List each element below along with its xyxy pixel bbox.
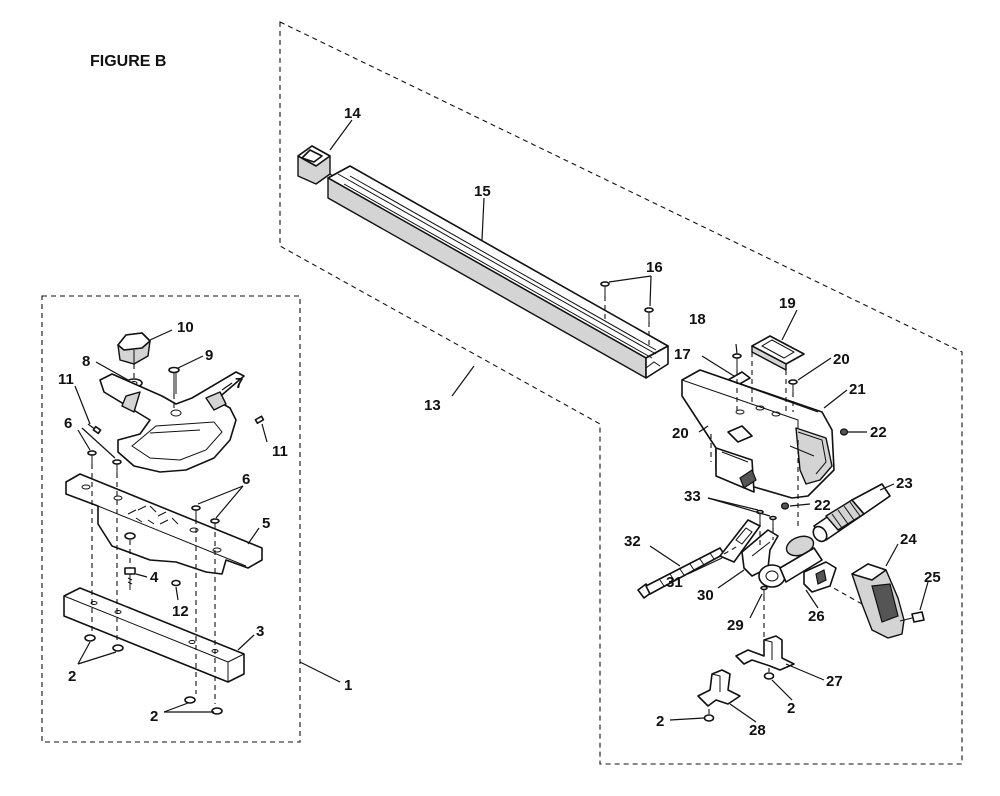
callout-16: 16 <box>646 259 663 276</box>
callout-26: 26 <box>808 608 825 625</box>
part-15-fence-rail <box>327 165 669 379</box>
part-21-fence-bracket <box>681 369 835 499</box>
callout-2-right-lower: 2 <box>656 713 664 730</box>
callout-6-right: 6 <box>242 471 250 488</box>
leader-lines <box>74 119 929 723</box>
callout-labels: 10 8 9 7 11 11 6 6 5 4 12 3 2 2 1 14 15 … <box>58 105 941 739</box>
callout-32: 32 <box>624 533 641 550</box>
callout-8: 8 <box>82 353 90 370</box>
part-2-nuts-right <box>703 672 775 722</box>
callout-6-left: 6 <box>64 415 72 432</box>
part-26-cam <box>758 535 837 593</box>
callout-15: 15 <box>474 183 491 200</box>
fence-group-boundary <box>279 21 963 765</box>
part-16-screws <box>600 281 654 322</box>
callout-30: 30 <box>697 587 714 604</box>
part-9-screw <box>168 366 180 394</box>
callout-29: 29 <box>727 617 744 634</box>
callout-14: 14 <box>344 105 361 122</box>
callout-18: 18 <box>689 311 706 328</box>
callout-19: 19 <box>779 295 796 312</box>
callout-20-lower: 20 <box>672 425 689 442</box>
callout-20-upper: 20 <box>833 351 850 368</box>
callout-7: 7 <box>235 375 243 392</box>
callout-33: 33 <box>684 488 701 505</box>
callout-13: 13 <box>424 397 441 414</box>
part-4-bolt <box>124 567 136 590</box>
part-10-knob <box>117 332 151 365</box>
callout-2-left-lower: 2 <box>150 708 158 725</box>
callout-9: 9 <box>205 347 213 364</box>
part-25-screw <box>899 611 925 623</box>
part-23-threaded-rod <box>812 483 891 543</box>
callout-28: 28 <box>749 722 766 739</box>
part-29-screw <box>760 585 768 596</box>
part-27-clamp-bracket <box>735 635 795 671</box>
miter-gauge-group-boundary <box>41 295 301 743</box>
part-6-screws-left <box>87 450 122 473</box>
part-20-screw-upper <box>788 379 798 392</box>
callout-25: 25 <box>924 569 941 586</box>
part-11-pin-left <box>87 423 102 435</box>
part-19-pad <box>751 335 805 371</box>
callout-31: 31 <box>666 574 683 591</box>
part-22-plug-upper <box>839 428 849 436</box>
callout-27: 27 <box>826 673 843 690</box>
assembly-lines-left <box>91 364 216 704</box>
callout-21: 21 <box>849 381 866 398</box>
callout-22-lower: 22 <box>814 497 831 514</box>
callout-1: 1 <box>344 677 352 694</box>
callout-17: 17 <box>674 346 691 363</box>
callout-23: 23 <box>896 475 913 492</box>
callout-2-left-upper: 2 <box>68 668 76 685</box>
figure-title: FIGURE B <box>90 53 166 70</box>
assembly-lines-right <box>604 296 863 714</box>
callout-5: 5 <box>262 515 270 532</box>
callout-10: 10 <box>177 319 194 336</box>
callout-4: 4 <box>150 569 159 586</box>
callout-12: 12 <box>172 603 189 620</box>
part-3-bar <box>63 587 245 683</box>
part-22-plug-lower <box>780 502 790 510</box>
part-28-clamp-bracket <box>697 669 741 707</box>
part-24-handle <box>851 563 905 639</box>
part-2-nuts-left <box>84 634 223 715</box>
part-18-screw <box>732 353 742 370</box>
callout-11-right: 11 <box>272 443 288 460</box>
callout-22-upper: 22 <box>870 424 887 441</box>
part-7-gauge-head <box>99 371 245 473</box>
part-6-screws-right <box>191 505 220 532</box>
callout-2-right-upper: 2 <box>787 700 795 717</box>
part-30-clamp-plate <box>741 529 779 577</box>
part-12-nut <box>171 579 181 587</box>
part-11-pin-right <box>254 415 265 425</box>
callout-11-left: 11 <box>58 371 74 388</box>
part-5-protractor-base <box>65 473 263 575</box>
part-14-end-cap <box>297 145 331 185</box>
protractor-scale-marks <box>127 505 179 525</box>
callout-24: 24 <box>900 531 917 548</box>
callout-3: 3 <box>256 623 264 640</box>
